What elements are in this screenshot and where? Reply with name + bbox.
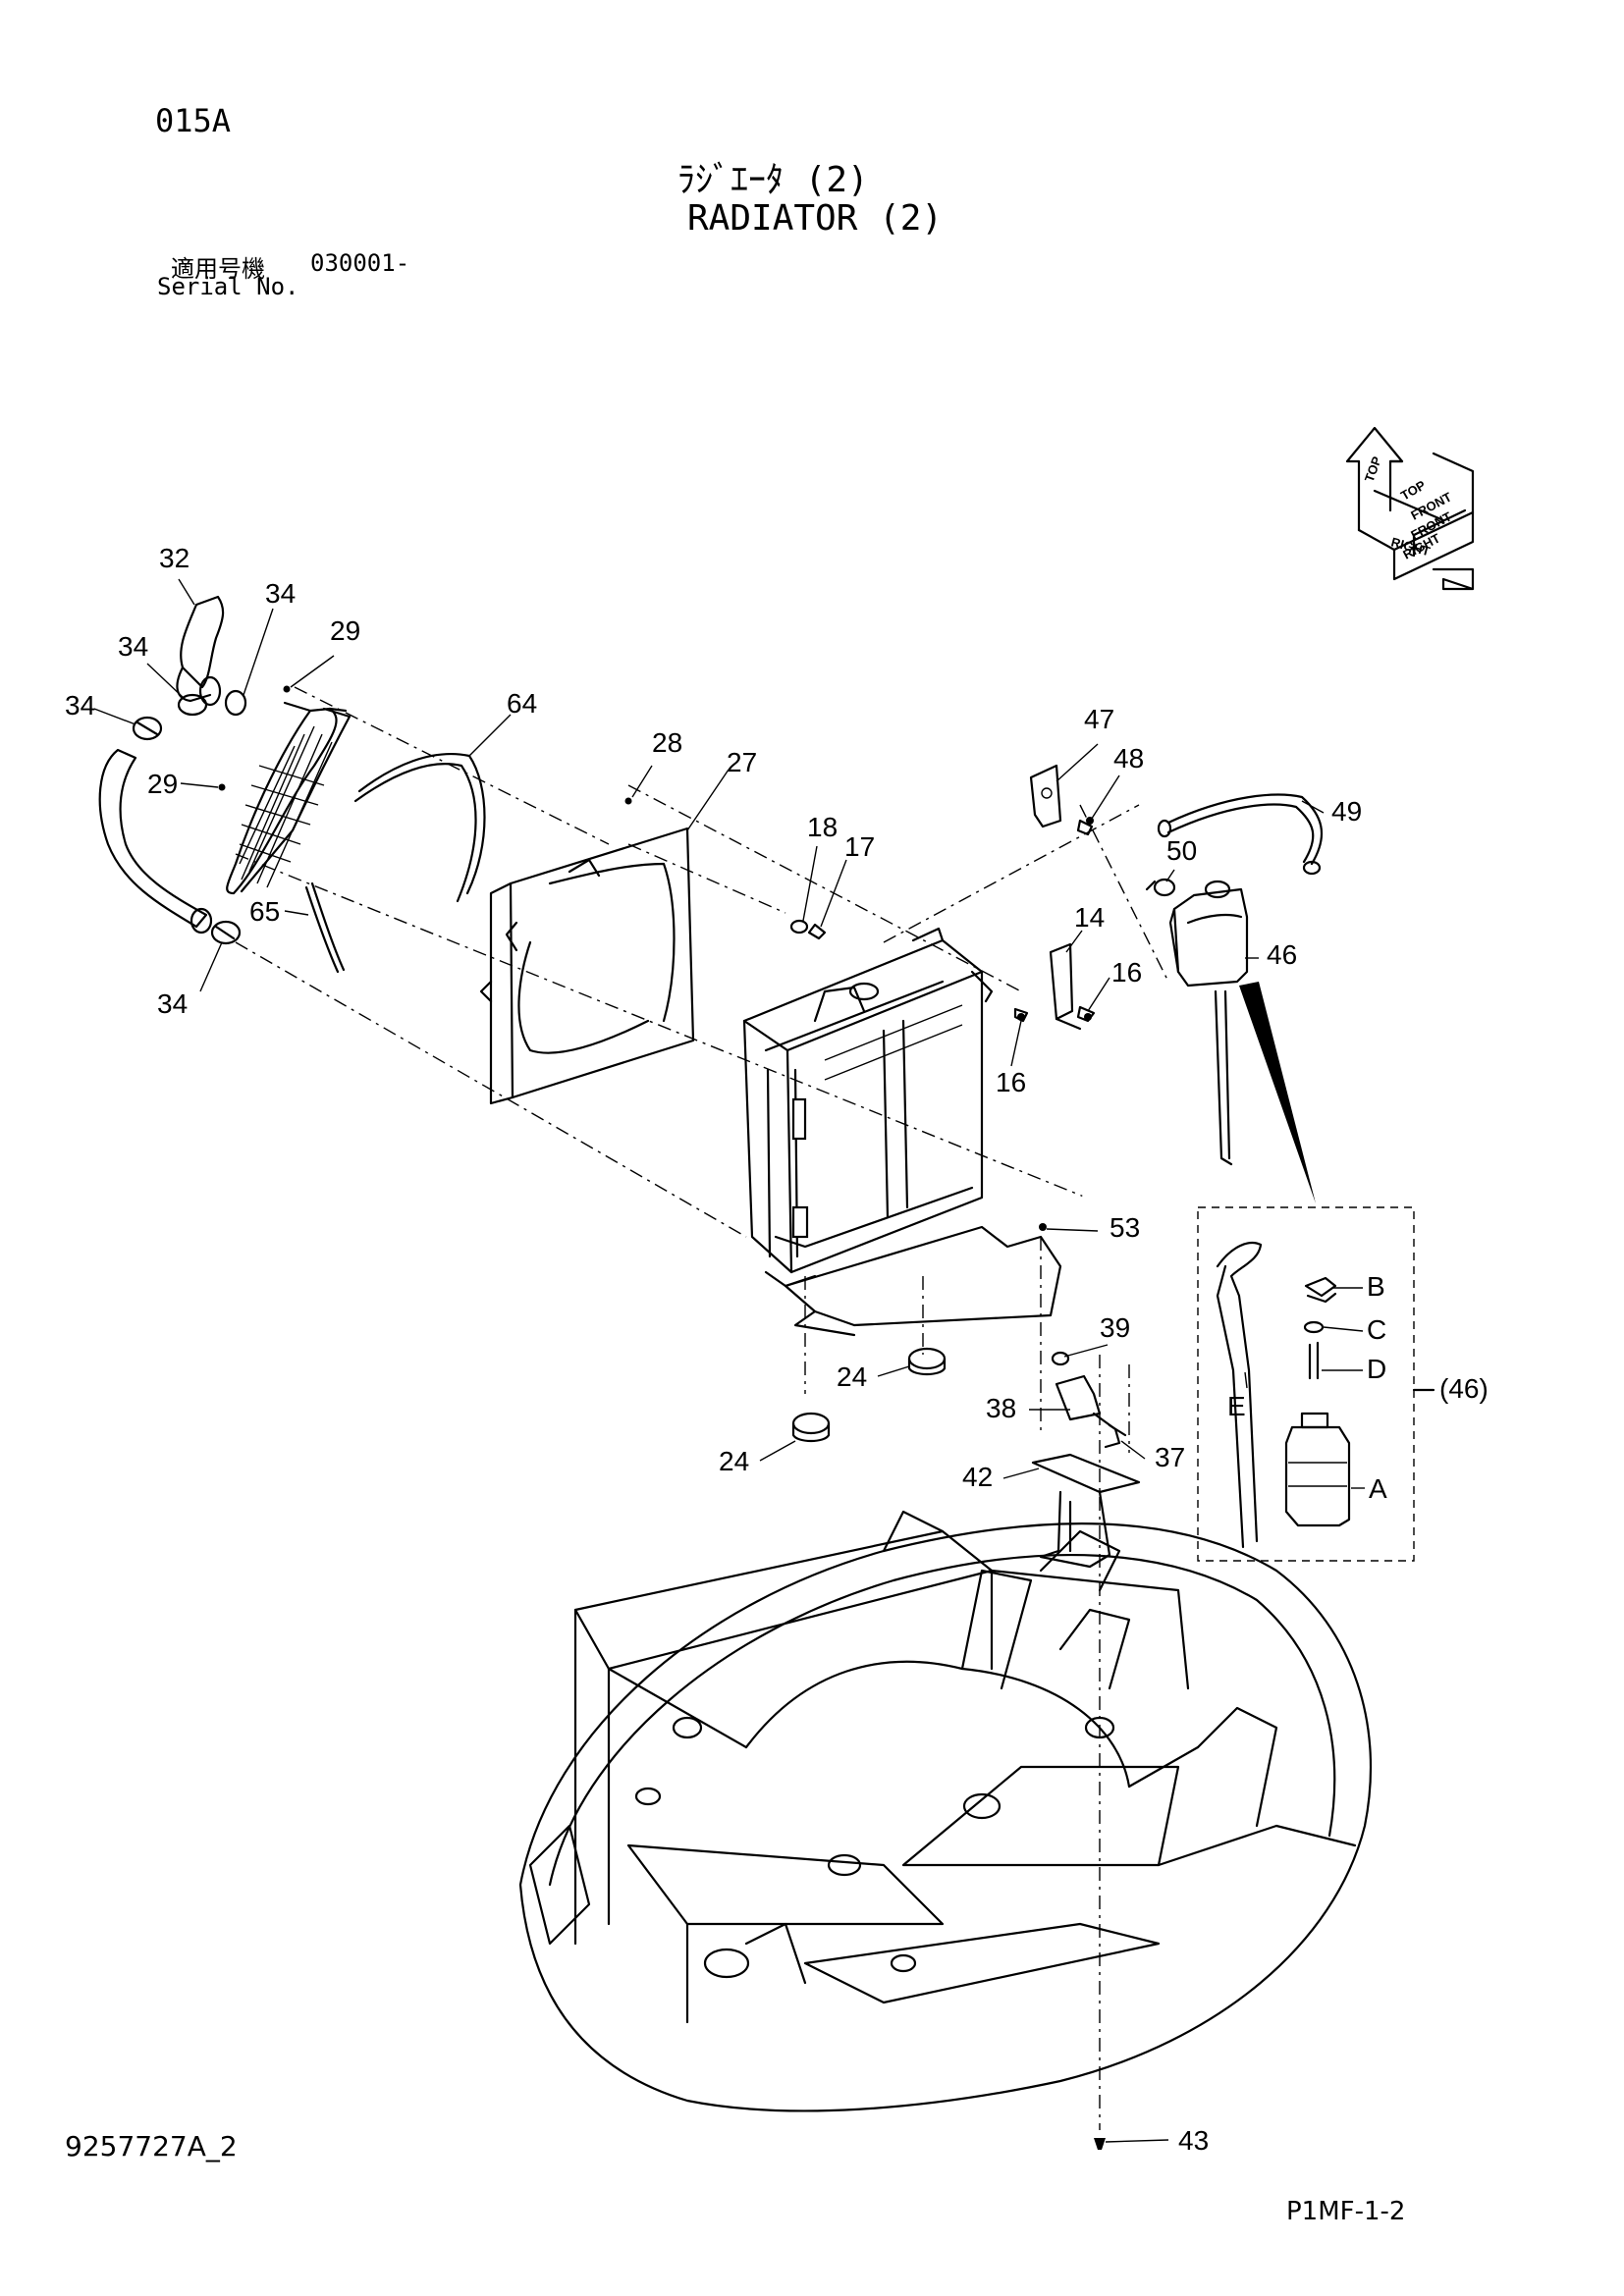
- overflow-hose: [1157, 793, 1324, 876]
- callout-34-bottom: 34: [157, 988, 188, 1019]
- callout-16-right: 16: [1111, 957, 1142, 988]
- callout-46: 46: [1267, 939, 1297, 970]
- seal-strip-arc: [353, 752, 486, 903]
- seal-strip-short: [304, 881, 346, 974]
- callout-43: 43: [1178, 2125, 1209, 2156]
- fan-shroud: [479, 827, 695, 1105]
- orientation-top-label: TOP: [1362, 454, 1384, 484]
- detail-box: [1197, 1206, 1435, 1562]
- callout-47: 47: [1084, 704, 1114, 734]
- reserve-tank: [1168, 880, 1249, 1166]
- serial-label-japanese: 適用号機: [171, 255, 265, 283]
- sensor-bracket: [1051, 1351, 1127, 1449]
- document-id: 9257727A_2: [65, 2130, 238, 2163]
- callout-18: 18: [807, 812, 838, 842]
- callout-42: 42: [962, 1462, 993, 1492]
- callout-D: D: [1367, 1354, 1386, 1384]
- tank-clip: [1145, 878, 1176, 897]
- support-stand: [1031, 1453, 1141, 1569]
- lower-hose: [98, 748, 213, 934]
- callout-46-group: (46): [1439, 1373, 1489, 1404]
- assembly-lines: [235, 686, 1169, 2130]
- callout-34-top: 34: [265, 578, 296, 609]
- tank-bracket: [1029, 764, 1094, 836]
- callout-53: 53: [1110, 1212, 1140, 1243]
- callout-14: 14: [1074, 902, 1105, 933]
- callout-B: B: [1367, 1271, 1385, 1302]
- fan-guard: [226, 701, 352, 895]
- callout-37: 37: [1155, 1442, 1185, 1472]
- title-english: RADIATOR (2): [687, 198, 944, 239]
- callout-34-far-left: 34: [65, 690, 95, 721]
- orientation-indicator: TOP TOP FRONT FRONT RIGHT RIGHT: [1345, 426, 1475, 591]
- serial-label-english: Serial No.: [157, 273, 299, 300]
- grommets: [791, 1347, 947, 1443]
- upper-hose: [176, 595, 225, 707]
- serial-range: 030001-: [310, 249, 410, 277]
- sheet-reference: P1MF-1-2: [1286, 2197, 1406, 2226]
- radiator-core: [742, 927, 994, 1288]
- orientation-top-label-2: TOP: [1398, 477, 1429, 503]
- callout-64: 64: [507, 688, 537, 719]
- callout-labels: 32 34 34 29 34 29 64 65 34 28 27 18 17 1…: [65, 543, 1489, 2156]
- callout-32: 32: [159, 543, 189, 573]
- callout-17: 17: [844, 831, 875, 862]
- upper-frame: [518, 1510, 1373, 2112]
- callout-28: 28: [652, 727, 682, 758]
- small-fasteners: [218, 685, 1094, 1231]
- callout-39: 39: [1100, 1312, 1130, 1343]
- callout-E: E: [1227, 1391, 1246, 1421]
- leader-lines: [93, 578, 1365, 2143]
- callout-49: 49: [1331, 796, 1362, 827]
- callout-29-top: 29: [330, 615, 360, 646]
- callout-A: A: [1369, 1473, 1387, 1504]
- bolt-and-washer: [789, 919, 827, 940]
- title-japanese: ﾗｼﾞｴｰﾀ (2): [677, 160, 869, 200]
- callout-38: 38: [986, 1393, 1016, 1423]
- callout-16-lower: 16: [996, 1067, 1026, 1097]
- callout-29-left: 29: [147, 769, 178, 799]
- callout-48: 48: [1113, 743, 1144, 774]
- radiator-brackets: [1013, 942, 1096, 1031]
- detail-pointer: [1239, 982, 1316, 1203]
- callout-65: 65: [249, 896, 280, 927]
- undercover-plate: [784, 1225, 1062, 1337]
- callout-34-left: 34: [118, 631, 148, 662]
- callout-24-lower: 24: [719, 1446, 749, 1476]
- page-code: 015A: [155, 102, 232, 139]
- callout-24-upper: 24: [837, 1362, 867, 1392]
- hose-clamps: [132, 689, 247, 945]
- callout-C: C: [1367, 1314, 1386, 1345]
- callout-27: 27: [727, 747, 757, 777]
- callout-50: 50: [1166, 835, 1197, 866]
- frame-bolt: [1094, 2138, 1106, 2150]
